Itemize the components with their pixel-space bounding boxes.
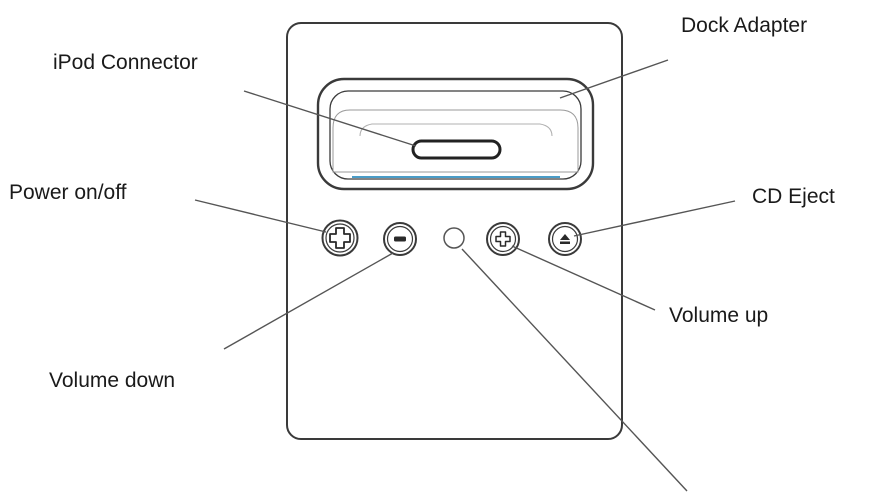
ipod-connector-label: iPod Connector [53,51,198,74]
minus-icon [394,236,406,242]
leader-indicator [461,248,688,492]
dock-adapter [316,77,595,191]
leader-lines [194,59,736,492]
power-label: Power on/off [9,181,127,204]
volume-up-label: Volume up [669,304,769,327]
indicator-light [443,227,465,249]
indicator-light-icon [443,227,465,249]
volume-up-button[interactable] [486,222,520,256]
dock-adapter-label: Dock Adapter [681,14,808,37]
power-button[interactable] [321,219,359,257]
leader-volume-up [511,245,656,311]
eject-icon [560,234,570,244]
leader-ipod-connector [243,90,417,147]
leader-power [194,199,327,233]
cd-eject-label: CD Eject [752,185,835,208]
plus-icon [495,231,511,247]
volume-down-button[interactable] [383,222,417,256]
leader-cd-eject [573,200,736,237]
cd-eject-button[interactable] [548,222,582,256]
leader-volume-down [223,252,394,350]
ipod-connector [411,139,502,160]
power-icon [329,227,351,249]
volume-down-label: Volume down [49,369,176,392]
leader-dock-adapter [559,59,669,99]
